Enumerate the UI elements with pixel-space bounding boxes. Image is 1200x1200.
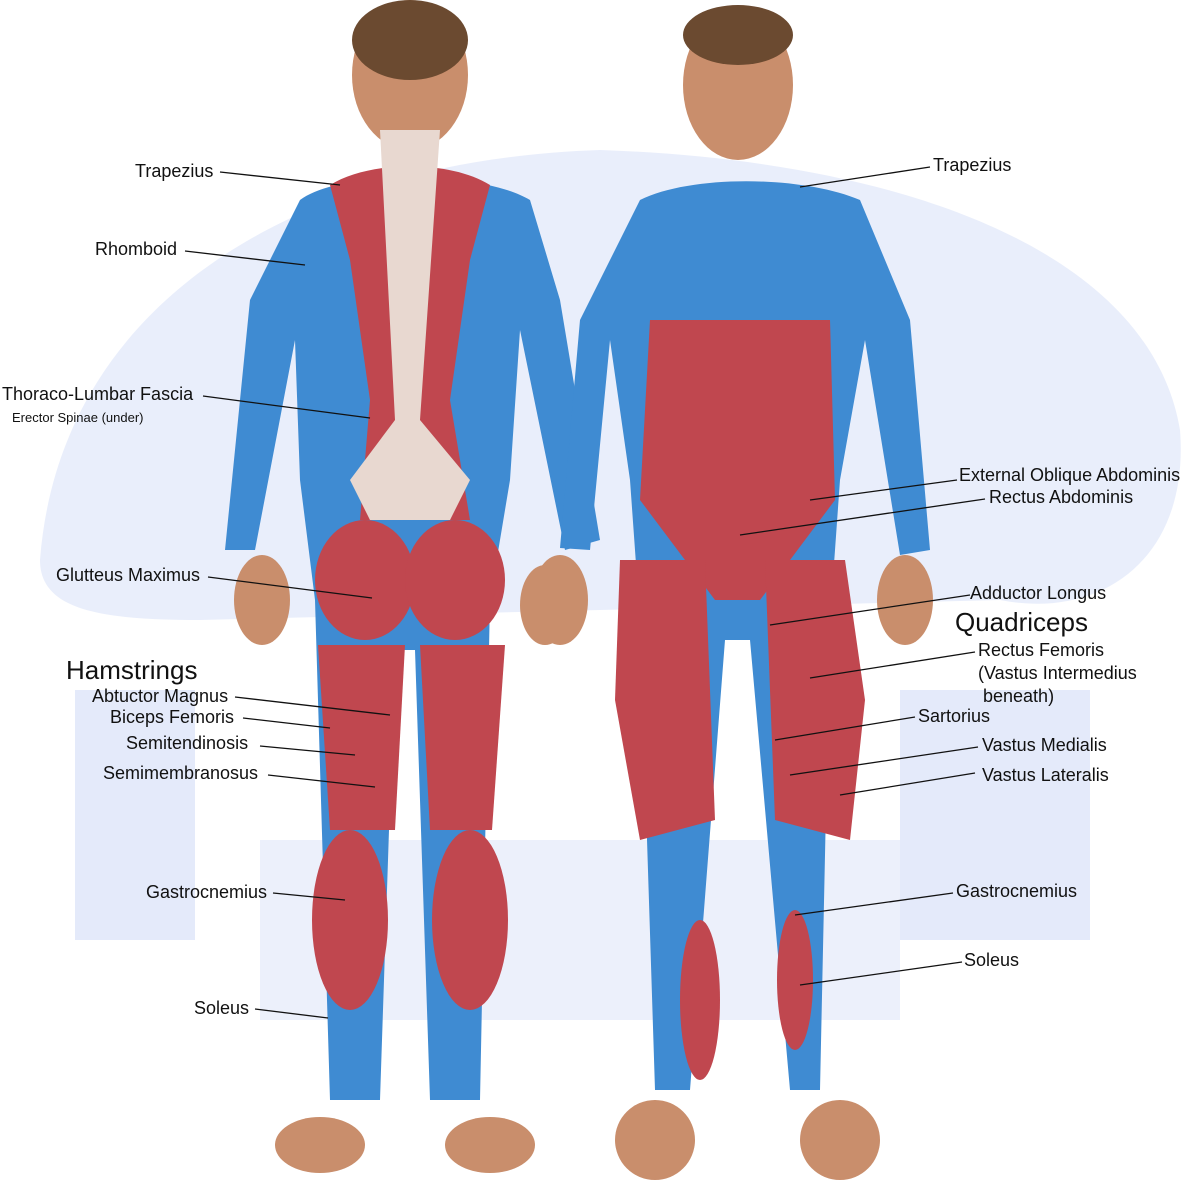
label-sartorius: Sartorius bbox=[918, 706, 991, 726]
label-external-oblique: External Oblique Abdominis bbox=[959, 465, 1181, 485]
leader-line bbox=[789, 746, 979, 776]
leader-lines bbox=[184, 166, 986, 1019]
label-biceps-femoris: Biceps Femoris bbox=[110, 707, 235, 727]
leader-line bbox=[799, 166, 931, 188]
leader-line bbox=[219, 171, 341, 186]
label-semitendinosis: Semitendinosis bbox=[126, 733, 249, 753]
label-abtuctor-magnus: Abtuctor Magnus bbox=[92, 686, 229, 706]
label-gastrocnemius-anterior: Gastrocnemius bbox=[956, 881, 1078, 901]
label-vastus-intermedius: (Vastus Intermedius bbox=[978, 663, 1137, 683]
leader-line bbox=[799, 961, 963, 986]
leader-line bbox=[207, 576, 373, 599]
label-rectus-femoris: Rectus Femoris bbox=[978, 640, 1105, 660]
label-vastus-medialis: Vastus Medialis bbox=[982, 735, 1107, 755]
leader-line bbox=[794, 892, 954, 916]
leader-line bbox=[809, 651, 976, 679]
leader-line bbox=[242, 717, 331, 729]
label-glutteus-maximus: Glutteus Maximus bbox=[56, 565, 201, 585]
label-thoraco-lumbar-fascia: Thoraco-Lumbar Fascia bbox=[2, 384, 194, 404]
label-erector-spinae: Erector Spinae (under) bbox=[12, 410, 144, 425]
leader-line bbox=[739, 498, 986, 536]
heading-quadriceps: Quadriceps bbox=[955, 607, 1088, 637]
anterior-figure bbox=[520, 5, 933, 1180]
heading-hamstrings: Hamstrings bbox=[66, 655, 198, 685]
leader-line bbox=[272, 892, 346, 901]
leader-line bbox=[267, 774, 376, 788]
label-trapezius-anterior: Trapezius bbox=[933, 155, 1012, 175]
label-semimembranosus: Semimembranosus bbox=[103, 763, 259, 783]
leader-line bbox=[254, 1008, 329, 1019]
leader-line bbox=[769, 594, 971, 626]
label-rectus-abdominis: Rectus Abdominis bbox=[989, 487, 1134, 507]
leader-line bbox=[202, 395, 371, 419]
label-adductor-longus: Adductor Longus bbox=[970, 583, 1107, 603]
leader-line bbox=[234, 696, 391, 716]
leader-line bbox=[809, 479, 958, 501]
leader-line bbox=[259, 745, 356, 756]
label-trapezius-posterior: Trapezius bbox=[135, 161, 214, 181]
label-rhomboid: Rhomboid bbox=[95, 239, 178, 259]
leader-line bbox=[184, 250, 306, 266]
label-vastus-lateralis: Vastus Lateralis bbox=[982, 765, 1109, 785]
label-vastus-intermedius-beneath: beneath) bbox=[983, 686, 1055, 706]
leader-line bbox=[839, 772, 976, 796]
label-soleus-anterior: Soleus bbox=[964, 950, 1020, 970]
label-gastrocnemius-posterior: Gastrocnemius bbox=[146, 882, 268, 902]
label-soleus-posterior: Soleus bbox=[194, 998, 250, 1018]
posterior-figure bbox=[225, 0, 600, 1173]
leader-line bbox=[774, 716, 916, 741]
